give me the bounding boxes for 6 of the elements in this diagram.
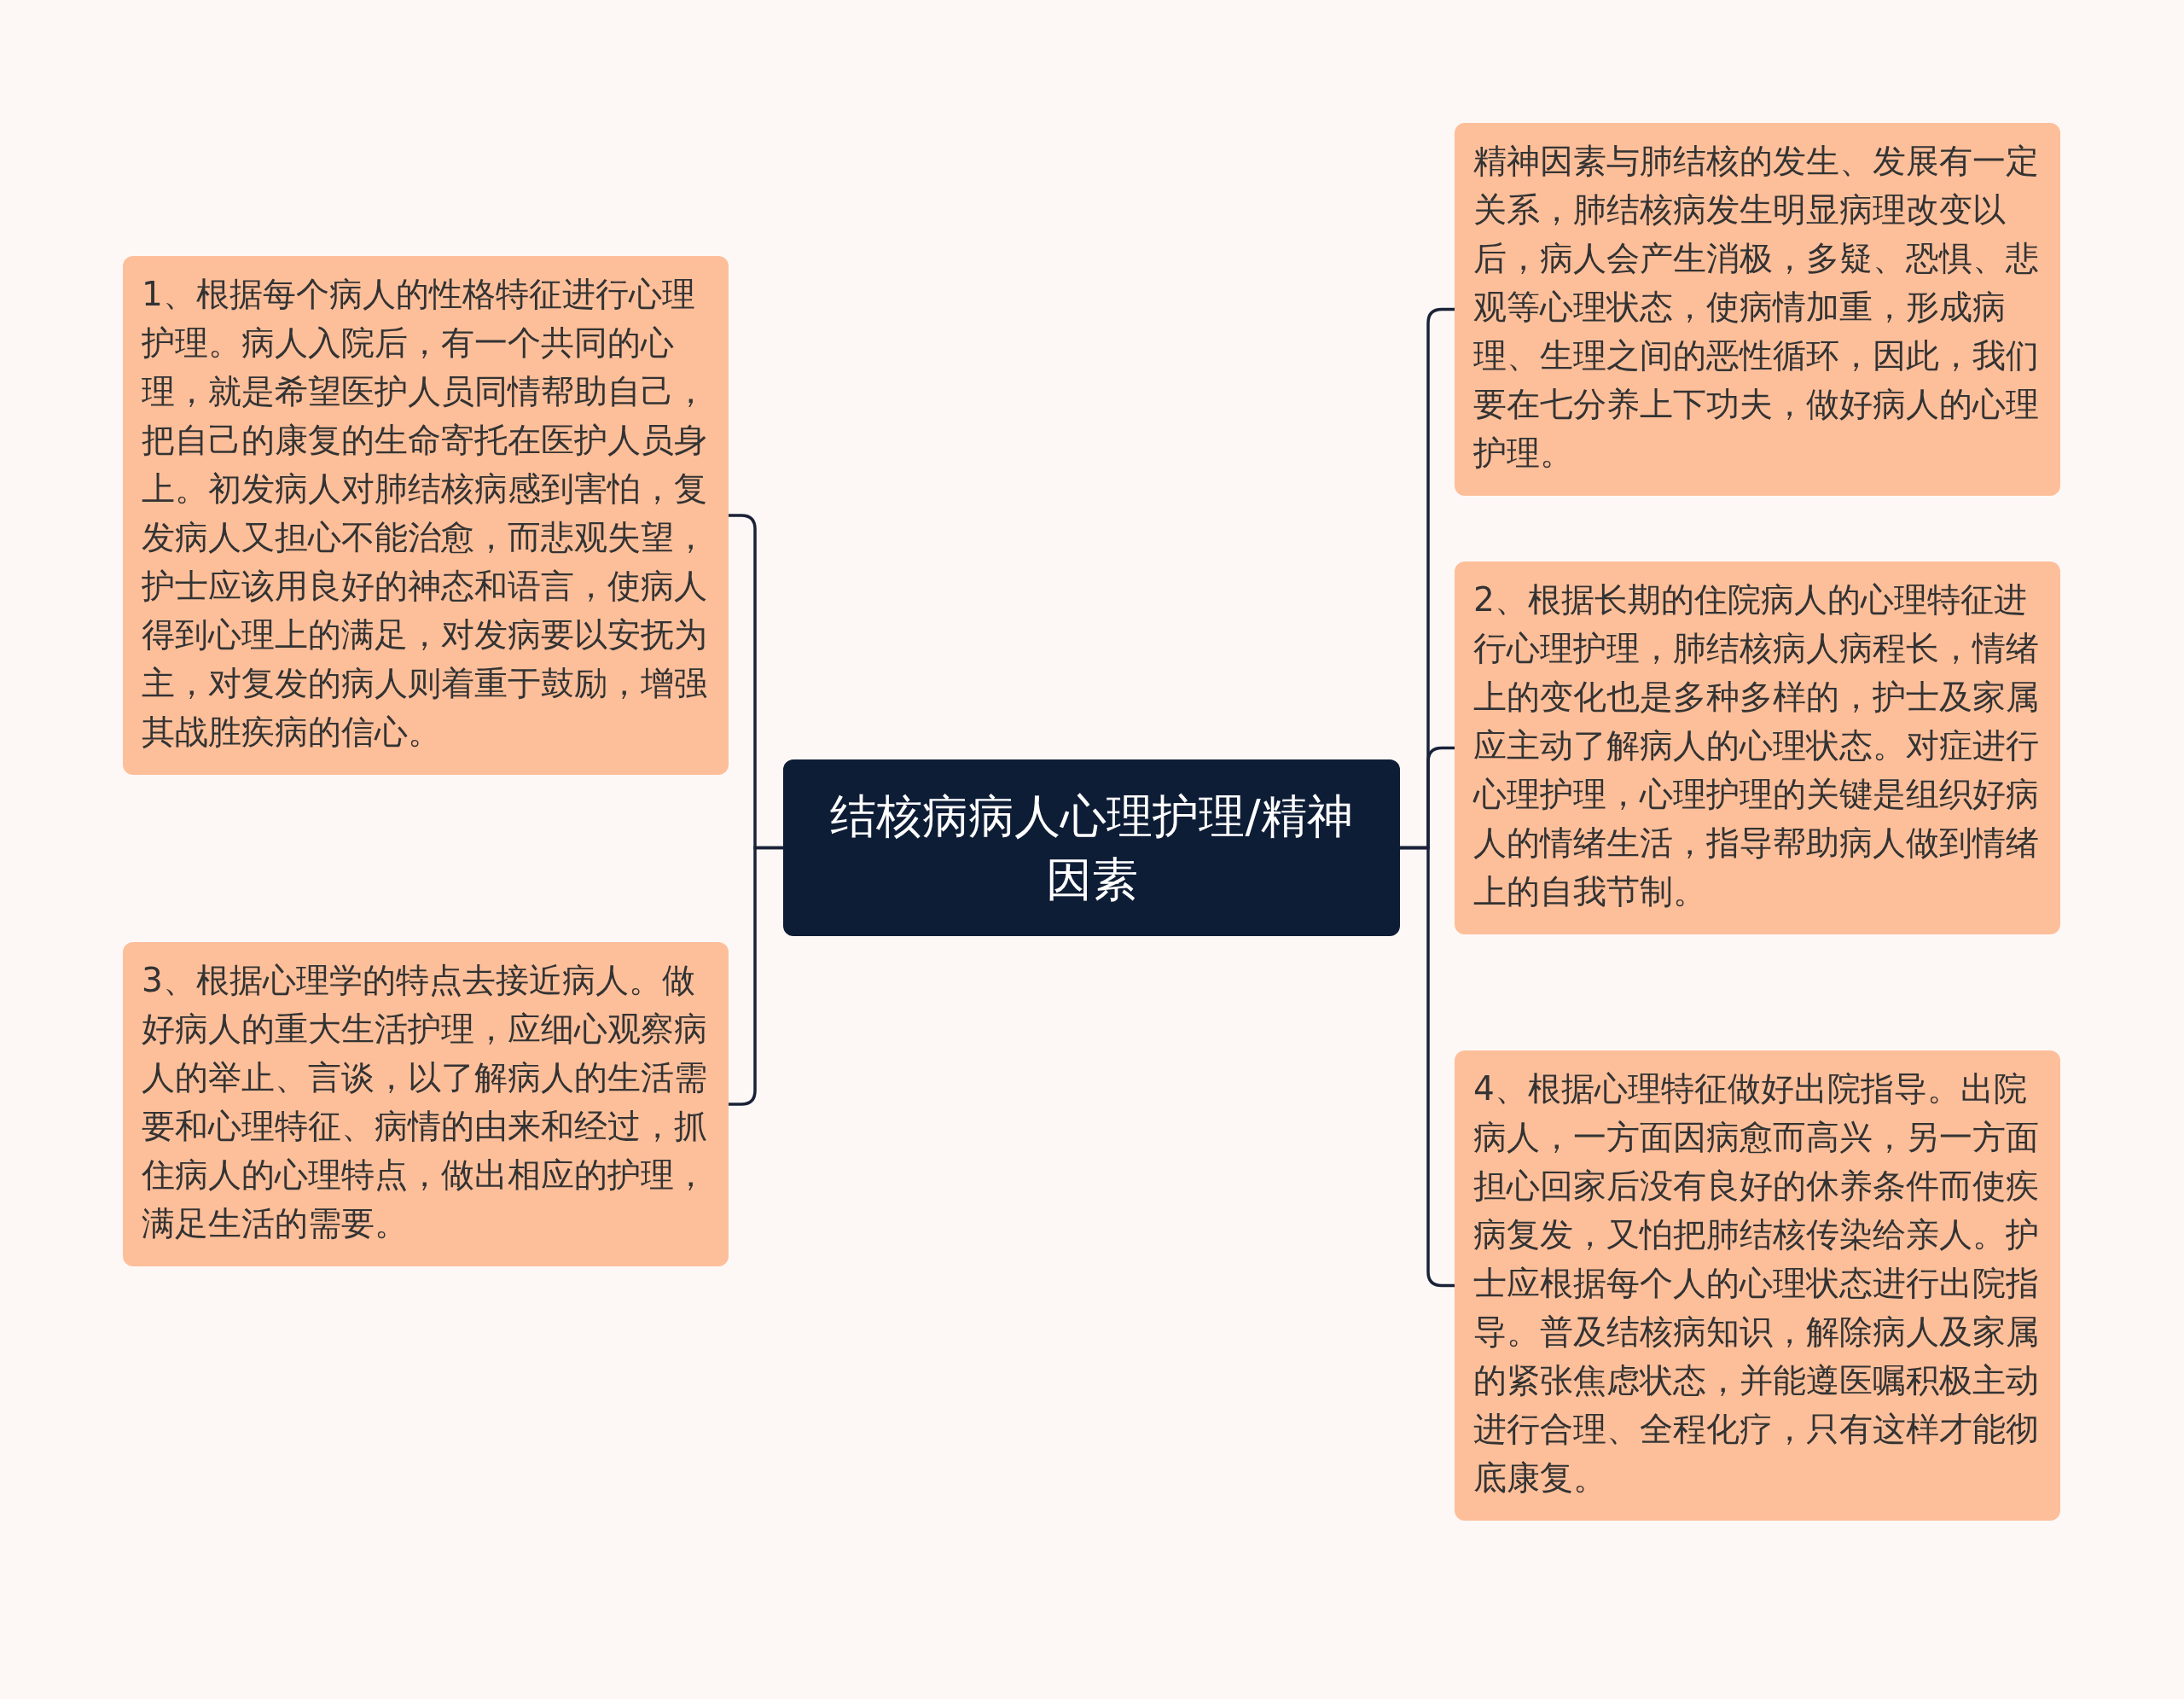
topic-card: 4、根据心理特征做好出院指导。出院病人，一方面因病愈而高兴，另一方面担心回家后没有良好的休养条件而使疾病复发，又怕把肺结核传染给亲人。护士应根据每个人的心理状态进行出院指导。普及结核病知识，解除病人及家属的紧张焦虑状态，并能遵医嘱积极主动进行合理、全程化疗，只有这样才能彻底康复。 xyxy=(1455,1050,2060,1521)
central-topic-box: 结核病病人心理护理/精神因素 xyxy=(783,759,1400,936)
topic-card: 3、根据心理学的特点去接近病人。做好病人的重大生活护理，应细心观察病人的举止、言谈，以了解病人的生活需要和心理特征、病情的由来和经过，抓住病人的心理特点，做出相应的护理，满足生活的需要。 xyxy=(123,942,729,1266)
topic-card: 2、根据长期的住院病人的心理特征进行心理护理，肺结核病人病程长，情绪上的变化也是多种多样的，护士及家属应主动了解病人的心理状态。对症进行心理护理，心理护理的关键是组织好病人的情绪生活，指导帮助病人做到情绪上的自我节制。 xyxy=(1455,561,2060,934)
topic-card: 1、根据每个病人的性格特征进行心理护理。病人入院后，有一个共同的心理，就是希望医护人员同情帮助自己，把自己的康复的生命寄托在医护人员身上。初发病人对肺结核病感到害怕，复发病人又担心不能治愈，而悲观失望，护士应该用良好的神态和语言，使病人得到心理上的满足，对发病要以安抚为主，对复发的病人则着重于鼓励，增强其战胜疾病的信心。 xyxy=(123,256,729,775)
topic-card: 精神因素与肺结核的发生、发展有一定关系，肺结核病发生明显病理改变以后，病人会产生消极，多疑、恐惧、悲观等心理状态，使病情加重，形成病理、生理之间的恶性循环，因此，我们要在七分养上下功夫，做好病人的心理护理。 xyxy=(1455,123,2060,496)
